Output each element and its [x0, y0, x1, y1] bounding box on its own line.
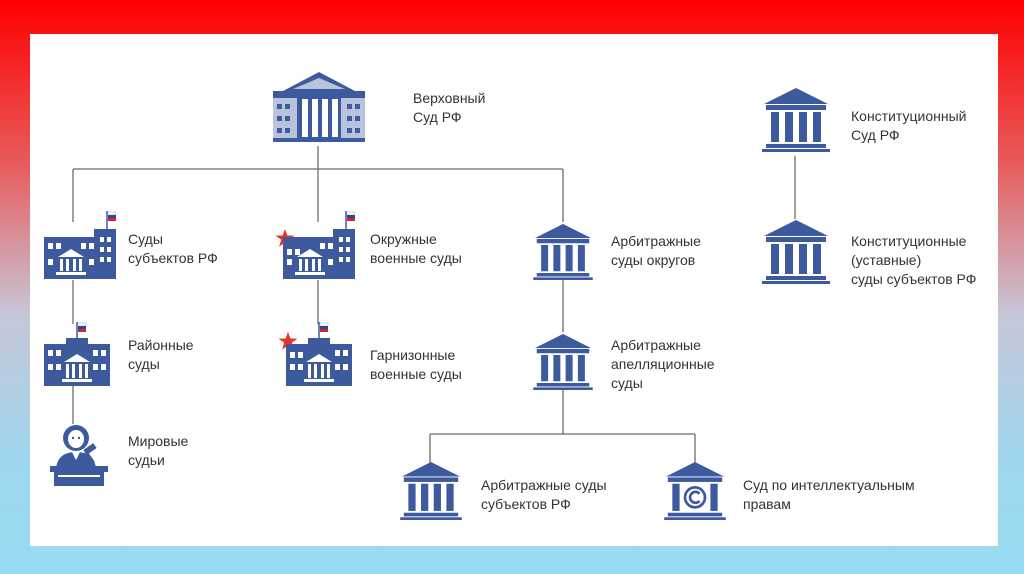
- military-court-building-icon: [275, 211, 355, 279]
- constitutional-subject-courts-label: Конституционные (уставные) суды субъекто…: [851, 233, 977, 287]
- arbitration-district-courts-label: Арбитражные суды округов: [611, 233, 701, 268]
- magistrates-label: Мировые судьи: [128, 433, 189, 468]
- flagged-court-building-icon: [44, 322, 110, 386]
- court-columns-icon: [533, 334, 593, 390]
- garrison-military-courts-label: Гарнизонные военные суды: [370, 347, 462, 382]
- district-military-courts-label: Окружные военные суды: [370, 231, 462, 266]
- court-columns-icon: [400, 462, 462, 520]
- red-star-icon: [278, 332, 298, 350]
- judge-icon: [50, 425, 108, 486]
- diagram-panel: Верховный Суд РФ Конституционный Суд РФ: [30, 34, 998, 546]
- arbitration-appeal-courts-label: Арбитражные апелляционные суды: [611, 337, 715, 391]
- military-court-building-icon: [278, 322, 352, 386]
- court-columns-icon: [762, 220, 830, 284]
- supreme-court-building-icon: [273, 72, 365, 142]
- district-courts-label: Районные суды: [128, 337, 194, 372]
- arbitration-subject-courts-label: Арбитражные суды субъектов РФ: [481, 477, 607, 512]
- court-columns-icon: [533, 224, 593, 280]
- court-columns-icon: [762, 88, 830, 152]
- copyright-court-icon: [664, 462, 726, 520]
- constitutional-court-label: Конституционный Суд РФ: [851, 108, 967, 143]
- connector-lines: [72, 146, 796, 464]
- ip-court-label: Суд по интеллектуальным правам: [743, 477, 915, 512]
- flagged-court-building-icon: [44, 211, 116, 279]
- supreme-court-label: Верховный Суд РФ: [413, 90, 486, 125]
- subject-courts-label: Суды субъектов РФ: [128, 231, 218, 266]
